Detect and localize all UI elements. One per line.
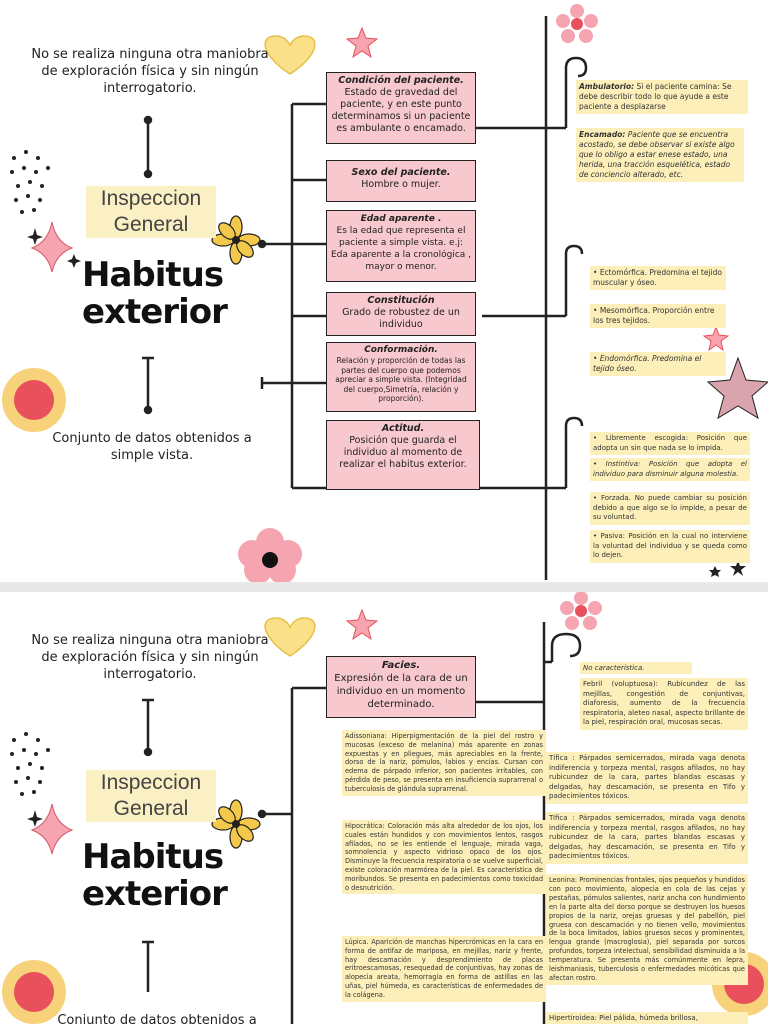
title-big-line-1: Habitus [82, 837, 224, 877]
note-no-caracteristica: No característica. [580, 662, 692, 674]
note-pasiva: • Pasiva: Posición en la cual no intervi… [590, 530, 750, 563]
box-body: Es la edad que representa el paciente a … [331, 226, 472, 272]
note-libre: • Libremente escogida: Posición que adop… [590, 432, 750, 455]
box-body: Estado de gravedad del paciente, y en es… [331, 87, 471, 134]
note-instintiva: • Instintiva: Posición que adopta el ind… [590, 458, 750, 481]
box-head: Edad aparente . [360, 214, 442, 224]
sparkle-icon [30, 221, 74, 273]
box-sexo: Sexo del paciente. Hombre o mujer. [326, 160, 476, 202]
note-text: Endomórfica. Predomina el tejido óseo. [593, 354, 702, 373]
heart-icon [264, 617, 316, 657]
page-separator [0, 582, 768, 592]
box-condicion: Condición del paciente. Estado de graved… [326, 72, 476, 144]
note-tifica-1: Tífica : Párpados semicerrados, mirada v… [546, 752, 748, 804]
note-text: Instintiva: Posición que adopta el indiv… [593, 460, 748, 478]
note-hipocratica: Hipocrática: Coloración más alta alreded… [342, 820, 546, 895]
pink-flower-icon [556, 4, 598, 43]
heart-icon [264, 35, 316, 75]
sun-icon [2, 960, 66, 1024]
yellow-flower-icon [211, 215, 261, 265]
intro-text: No se realiza ninguna otra maniobra de e… [31, 47, 269, 96]
note-lupica: Lúpica. Aparición de manchas hipercrómic… [342, 936, 546, 1002]
small-star-icon [709, 566, 721, 577]
box-body: Relación y proporción de todas las parte… [335, 356, 467, 403]
box-head: Actitud. [381, 423, 425, 434]
box-edad: Edad aparente . Es la edad que represent… [326, 210, 476, 282]
note-febril: Febril (voluptuosa): Rubicundez de las m… [580, 678, 748, 730]
note-ectomorfica: • Ectomórfica. Predomina el tejido muscu… [590, 266, 726, 290]
pink-star-icon [702, 325, 730, 352]
note-label: Encamado: [579, 130, 626, 139]
note-text: Ectomórfica. Predomina el tejido muscula… [593, 268, 722, 287]
box-conformacion: Conformación. Relación y proporción de t… [326, 342, 476, 412]
connector-lines [142, 16, 588, 580]
intro-text: No se realiza ninguna otra maniobra de e… [31, 633, 269, 682]
box-body: Expresión de la cara de un individuo en … [334, 673, 468, 710]
pink-bloom-icon [238, 528, 302, 582]
small-sparkle-icon [27, 810, 43, 827]
small-star-icon [730, 560, 746, 576]
note-endomorfica: • Endomórfica. Predomina el tejido óseo. [590, 352, 726, 376]
box-head: Conformación. [364, 345, 438, 355]
pink-star-icon [345, 608, 379, 641]
note-encamado: Encamado: Paciente que se encuentra acos… [576, 128, 744, 182]
note-text: Si el paciente camina: Se debe describir… [579, 82, 732, 111]
note-text: Paciente que se encuentra acostado, se d… [579, 130, 735, 179]
infographic-page-1: No se realiza ninguna otra maniobra de e… [2, 4, 768, 582]
box-actitud: Actitud. Posición que guarda el individu… [326, 420, 480, 490]
note-forzada: • Forzada. No puede cambiar su posición … [590, 492, 750, 525]
box-body: Posición que guarda el individuo al mome… [339, 435, 467, 470]
note-text: Mesomórfica. Proporción entre los tres t… [593, 306, 715, 325]
title-big-line-1: Habitus [82, 255, 224, 295]
big-star-icon [706, 356, 768, 420]
page1-decorations [2, 4, 768, 582]
note-hipertiroidea: Hipertiroidea: Piel pálida, húmeda brill… [546, 1012, 748, 1024]
note-label: Ambulatorio: [579, 82, 635, 91]
box-head: Sexo del paciente. [351, 167, 451, 178]
outro-text: Conjunto de datos obtenidos a simple vis… [57, 1013, 257, 1024]
pink-star-icon [345, 26, 379, 59]
title-big-line-2: exterior [82, 292, 228, 332]
title-small: Inspeccion General [86, 186, 216, 238]
box-facies: Facies. Expresión de la cara de un indiv… [326, 656, 476, 718]
note-mesomorfica: • Mesomórfica. Proporción entre los tres… [590, 304, 726, 328]
dot-pattern-icon [10, 732, 50, 796]
sparkle-icon [30, 803, 74, 855]
small-sparkle-icon [67, 254, 81, 268]
yellow-flower-icon [211, 799, 261, 849]
small-sparkle-icon [27, 228, 43, 245]
note-text: Libremente escogida: Posición que adopta… [593, 434, 748, 452]
title-block: Inspeccion General [86, 186, 216, 238]
title-block: Inspeccion General [86, 770, 216, 822]
note-text: Forzada. No puede cambiar su posición de… [593, 494, 747, 521]
note-leonina: Leonina: Prominencias frontales, ojos pe… [546, 874, 748, 985]
dot-pattern-icon [10, 150, 50, 214]
pink-flower-icon [560, 592, 602, 630]
title-big-line-2: exterior [82, 874, 228, 914]
outro-text: Conjunto de datos obtenidos a simple vis… [52, 431, 252, 463]
box-head: Constitución [367, 295, 435, 306]
note-tifica-2: Tifica : Párpados semicerrados, mirada v… [546, 812, 748, 864]
box-body: Hombre o mujer. [361, 179, 441, 190]
note-text: Pasiva: Posición en la cual no intervien… [593, 532, 747, 559]
box-constitucion: Constitución Grado de robustez de un ind… [326, 292, 476, 336]
note-adissoniana: Adissoniana: Hiperpigmentación de la pie… [342, 730, 546, 796]
title-small: Inspeccion General [86, 770, 216, 822]
box-body: Grado de robustez de un individuo [342, 307, 460, 330]
infographic-page-2: No se realiza ninguna otra maniobra de e… [0, 592, 768, 1024]
note-ambulatorio: Ambulatorio: Si el paciente camina: Se d… [576, 80, 748, 114]
sun-icon [2, 368, 66, 432]
box-head: Condición del paciente. [338, 75, 464, 86]
box-head: Facies. [381, 660, 421, 671]
